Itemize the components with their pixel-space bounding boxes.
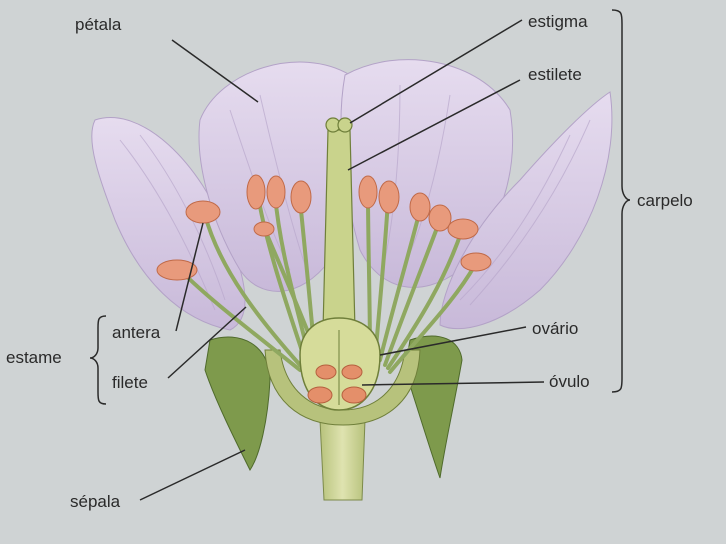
estame-brace <box>89 315 107 405</box>
style <box>322 129 356 331</box>
label-estame: estame <box>6 348 62 367</box>
leader-lines <box>139 19 545 501</box>
pistil <box>299 117 381 411</box>
label-ovario: ovário <box>532 319 579 338</box>
label-petala: pétala <box>75 15 122 34</box>
petal-left <box>91 117 246 331</box>
braces <box>89 9 631 405</box>
label-ovulo: óvulo <box>549 372 590 391</box>
leader-ovulo <box>361 381 545 386</box>
leader-estigma <box>349 19 523 124</box>
label-carpelo: carpelo <box>637 191 693 210</box>
leader-antera <box>175 222 204 332</box>
receptacle <box>264 349 421 426</box>
label-sepala: sépala <box>70 492 121 511</box>
label-estigma: estigma <box>528 12 588 31</box>
anthers <box>156 174 492 281</box>
leader-filete <box>167 306 247 379</box>
sepal-left <box>204 336 271 471</box>
carpelo-brace <box>611 9 631 393</box>
leader-ovario <box>379 326 527 356</box>
label-filete: filete <box>112 373 148 392</box>
leader-sepala <box>139 449 246 501</box>
stem <box>319 419 366 501</box>
leader-petala <box>171 39 259 103</box>
label-antera: antera <box>112 323 161 342</box>
sepals <box>204 335 463 479</box>
label-estilete: estilete <box>528 65 582 84</box>
stigma-lobe <box>337 117 353 133</box>
leader-estilete <box>347 79 521 171</box>
ovules <box>307 364 367 404</box>
